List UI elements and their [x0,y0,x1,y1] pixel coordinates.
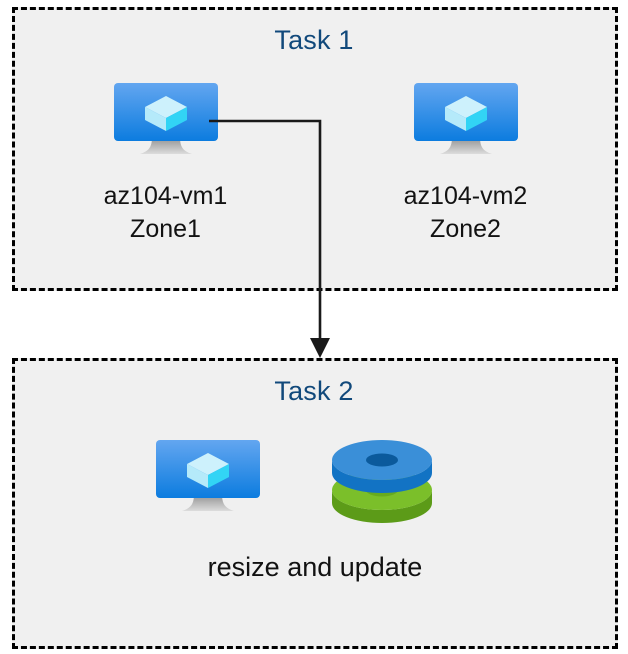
task-2-group-box [12,358,618,649]
arrowhead-icon [310,338,330,358]
node-caption-line1: az104-vm1 [103,182,228,210]
node-az104-vm2[interactable]: az104-vm2 Zone2 [383,83,548,246]
task-2-title: Task 2 [274,376,354,406]
node-caption-line2: Zone2 [430,215,501,243]
node-caption: az104-vm2 Zone2 [404,180,528,246]
node-az104-vm1[interactable]: az104-vm1 Zone1 [83,83,248,246]
azure-virtual-machine-icon [413,83,518,166]
task-1-title: Task 1 [274,25,354,55]
azure-disks-icon [332,440,432,523]
node-task2-disks[interactable] [330,440,435,530]
node-caption-line2: Zone1 [130,215,201,243]
azure-virtual-machine-icon [113,83,218,166]
task-2-caption: resize and update [207,552,423,582]
disk-blue [332,440,432,493]
node-caption-line1: az104-vm2 [403,182,528,210]
node-caption: az104-vm1 Zone1 [104,180,228,246]
azure-virtual-machine-icon [156,440,260,523]
node-task2-virtual-machine[interactable] [148,440,268,523]
